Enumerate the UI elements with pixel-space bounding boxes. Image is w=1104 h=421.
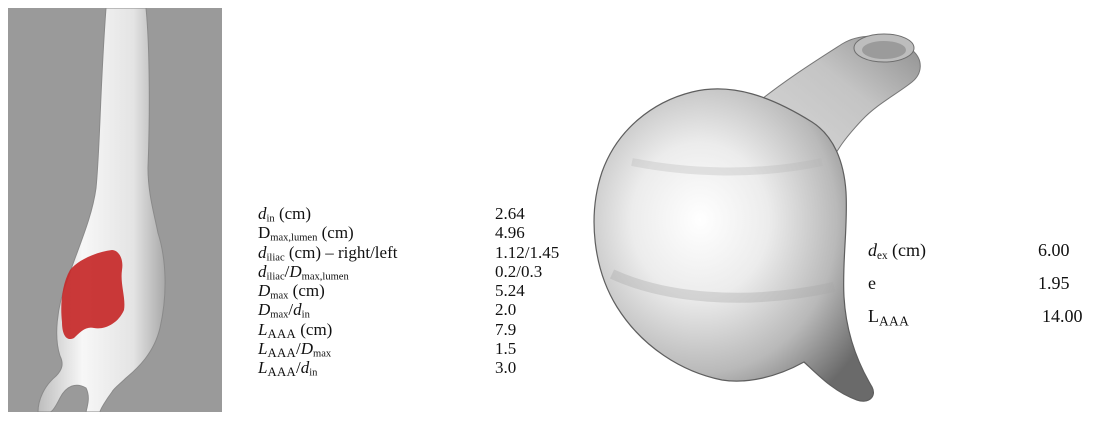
row-label: e bbox=[868, 273, 876, 293]
lumen-highlight-region bbox=[61, 250, 125, 340]
row-label: dex (cm) bbox=[868, 240, 927, 262]
row-label: LAAA/Dmax bbox=[258, 339, 332, 361]
row-value: 0.2/0.3 bbox=[495, 261, 543, 281]
row-label: diliac/Dmax,lumen bbox=[258, 261, 349, 283]
aorta-model-svg bbox=[8, 7, 222, 413]
row-label: LAAA bbox=[868, 306, 910, 329]
aorta-model-image bbox=[8, 7, 222, 413]
aneurysm-surface-image bbox=[572, 12, 942, 412]
surface-band bbox=[609, 269, 836, 303]
row-value: 1.12/1.45 bbox=[495, 242, 560, 262]
row-value: 7.9 bbox=[495, 319, 517, 339]
row-value: 4.96 bbox=[495, 223, 525, 243]
row-value: 5.24 bbox=[495, 281, 525, 301]
row-label: diliac (cm) – right/left bbox=[258, 242, 398, 264]
row-value: 6.00 bbox=[1038, 240, 1070, 260]
row-label: Dmax/din bbox=[258, 300, 310, 322]
aneurysm-sac bbox=[593, 88, 874, 402]
row-label: din (cm) bbox=[258, 204, 312, 225]
row-value: 1.95 bbox=[1038, 273, 1070, 293]
surface-band bbox=[631, 158, 823, 176]
neck-opening-inner bbox=[862, 41, 906, 59]
row-value: 2.0 bbox=[495, 300, 517, 320]
row-value: 1.5 bbox=[495, 339, 517, 359]
row-label: Dmax,lumen (cm) bbox=[258, 223, 354, 244]
row-value: 3.0 bbox=[495, 358, 517, 378]
row-label: Dmax (cm) bbox=[258, 281, 325, 302]
row-label: LAAA (cm) bbox=[258, 319, 333, 341]
row-value: 14.00 bbox=[1042, 306, 1083, 326]
row-value: 2.64 bbox=[495, 204, 525, 223]
row-label: LAAA/din bbox=[258, 358, 318, 380]
aneurysm-surface-svg bbox=[593, 33, 921, 402]
